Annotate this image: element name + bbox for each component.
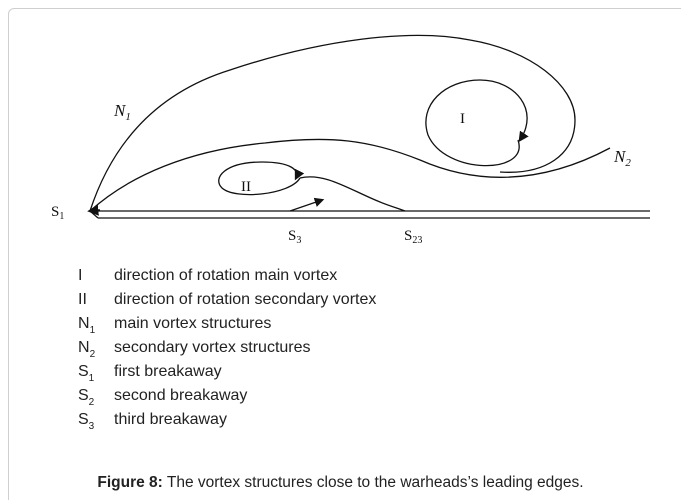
legend-text: main vortex structures [114, 315, 272, 332]
secondary-vortex-spiral [299, 176, 406, 212]
legend-text: first breakaway [114, 363, 222, 380]
label-vortex-secondary: II [241, 179, 251, 195]
legend-symbol: N2 [78, 339, 96, 360]
label-s1: S1 [51, 204, 64, 222]
label-n1: N1 [113, 101, 131, 123]
legend-row: S3 third breakaway [78, 408, 376, 432]
plate-surface [89, 210, 650, 219]
legend-row: II direction of rotation secondary vorte… [78, 288, 376, 312]
figure-caption: Figure 8: The vortex structures close to… [0, 474, 681, 492]
label-vortex-main: I [460, 111, 465, 127]
caption-text: The vortex structures close to the warhe… [162, 474, 584, 491]
legend-row: S2 second breakaway [78, 384, 376, 408]
legend: I direction of rotation main vortex II d… [78, 264, 376, 432]
label-s23: S23 [404, 228, 422, 246]
legend-text: second breakaway [114, 387, 248, 404]
main-vortex-spiral [425, 79, 529, 167]
legend-row: I direction of rotation main vortex [78, 264, 376, 288]
caption-label: Figure 8: [97, 474, 163, 491]
legend-text: third breakaway [114, 411, 227, 428]
legend-symbol: S2 [78, 387, 95, 408]
flow-arrow [289, 197, 325, 212]
legend-row: N1 main vortex structures [78, 312, 376, 336]
legend-text: direction of rotation main vortex [114, 267, 338, 284]
legend-symbol: S3 [78, 411, 95, 432]
legend-symbol: S1 [78, 363, 95, 384]
legend-text: direction of rotation secondary vortex [114, 291, 377, 308]
legend-text: secondary vortex structures [114, 339, 311, 356]
label-n2: N2 [613, 147, 631, 169]
vortex-diagram: N1 N2 S1 S3 S23 I II [51, 34, 650, 246]
legend-symbol: II [78, 291, 87, 308]
legend-symbol: I [78, 267, 83, 284]
legend-row: S1 first breakaway [78, 360, 376, 384]
main-vortex-structure-curve [89, 34, 576, 212]
legend-row: N2 secondary vortex structures [78, 336, 376, 360]
secondary-vortex-structure-curve [89, 138, 611, 212]
s1-arrow [87, 204, 101, 216]
legend-symbol: N1 [78, 315, 96, 336]
secondary-vortex-loop [218, 161, 305, 196]
label-s3: S3 [288, 228, 301, 246]
figure-frame [8, 8, 681, 500]
